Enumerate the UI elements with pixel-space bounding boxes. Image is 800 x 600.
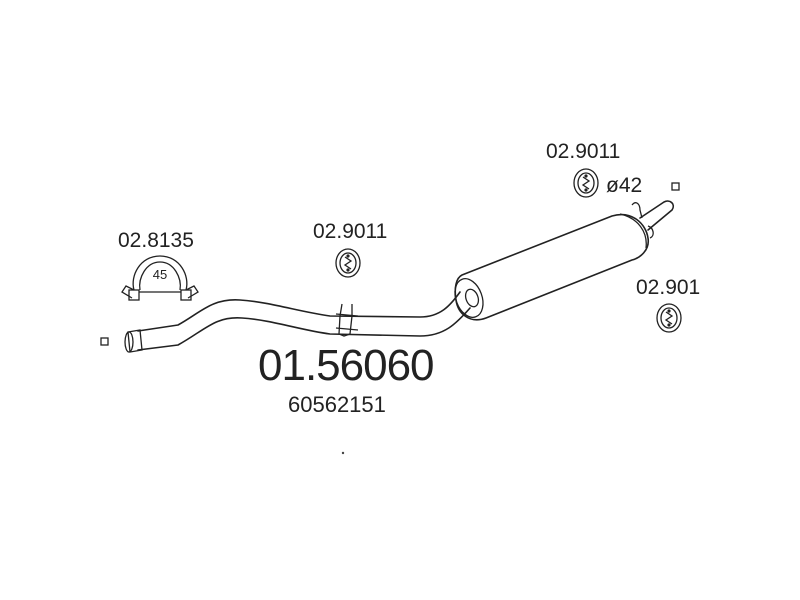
- tail-pipe: [631, 200, 675, 239]
- oem-number: 60562151: [288, 392, 386, 417]
- pipe-diameter-label: ø42: [606, 174, 642, 197]
- rear-connection-marker: [671, 182, 680, 191]
- hanger-part-number: 02.9011: [546, 140, 620, 163]
- rubber-hanger-icon: [573, 168, 599, 198]
- hanger-part-number: 02.9011: [313, 220, 387, 243]
- exhaust-pipe: [124, 291, 471, 353]
- clamp-size-label: 45: [153, 267, 167, 282]
- main-part-number: 01.56060: [258, 341, 434, 390]
- front-connection-marker: [100, 337, 109, 346]
- hanger-part-number: 02.901: [636, 276, 700, 299]
- muffler: [454, 213, 650, 321]
- rubber-hanger-icon: [656, 303, 682, 333]
- clamp-part-number: 02.8135: [118, 229, 194, 252]
- rubber-hanger-icon: [335, 248, 361, 278]
- clamp-icon: 45: [121, 255, 199, 301]
- dot: [341, 451, 345, 455]
